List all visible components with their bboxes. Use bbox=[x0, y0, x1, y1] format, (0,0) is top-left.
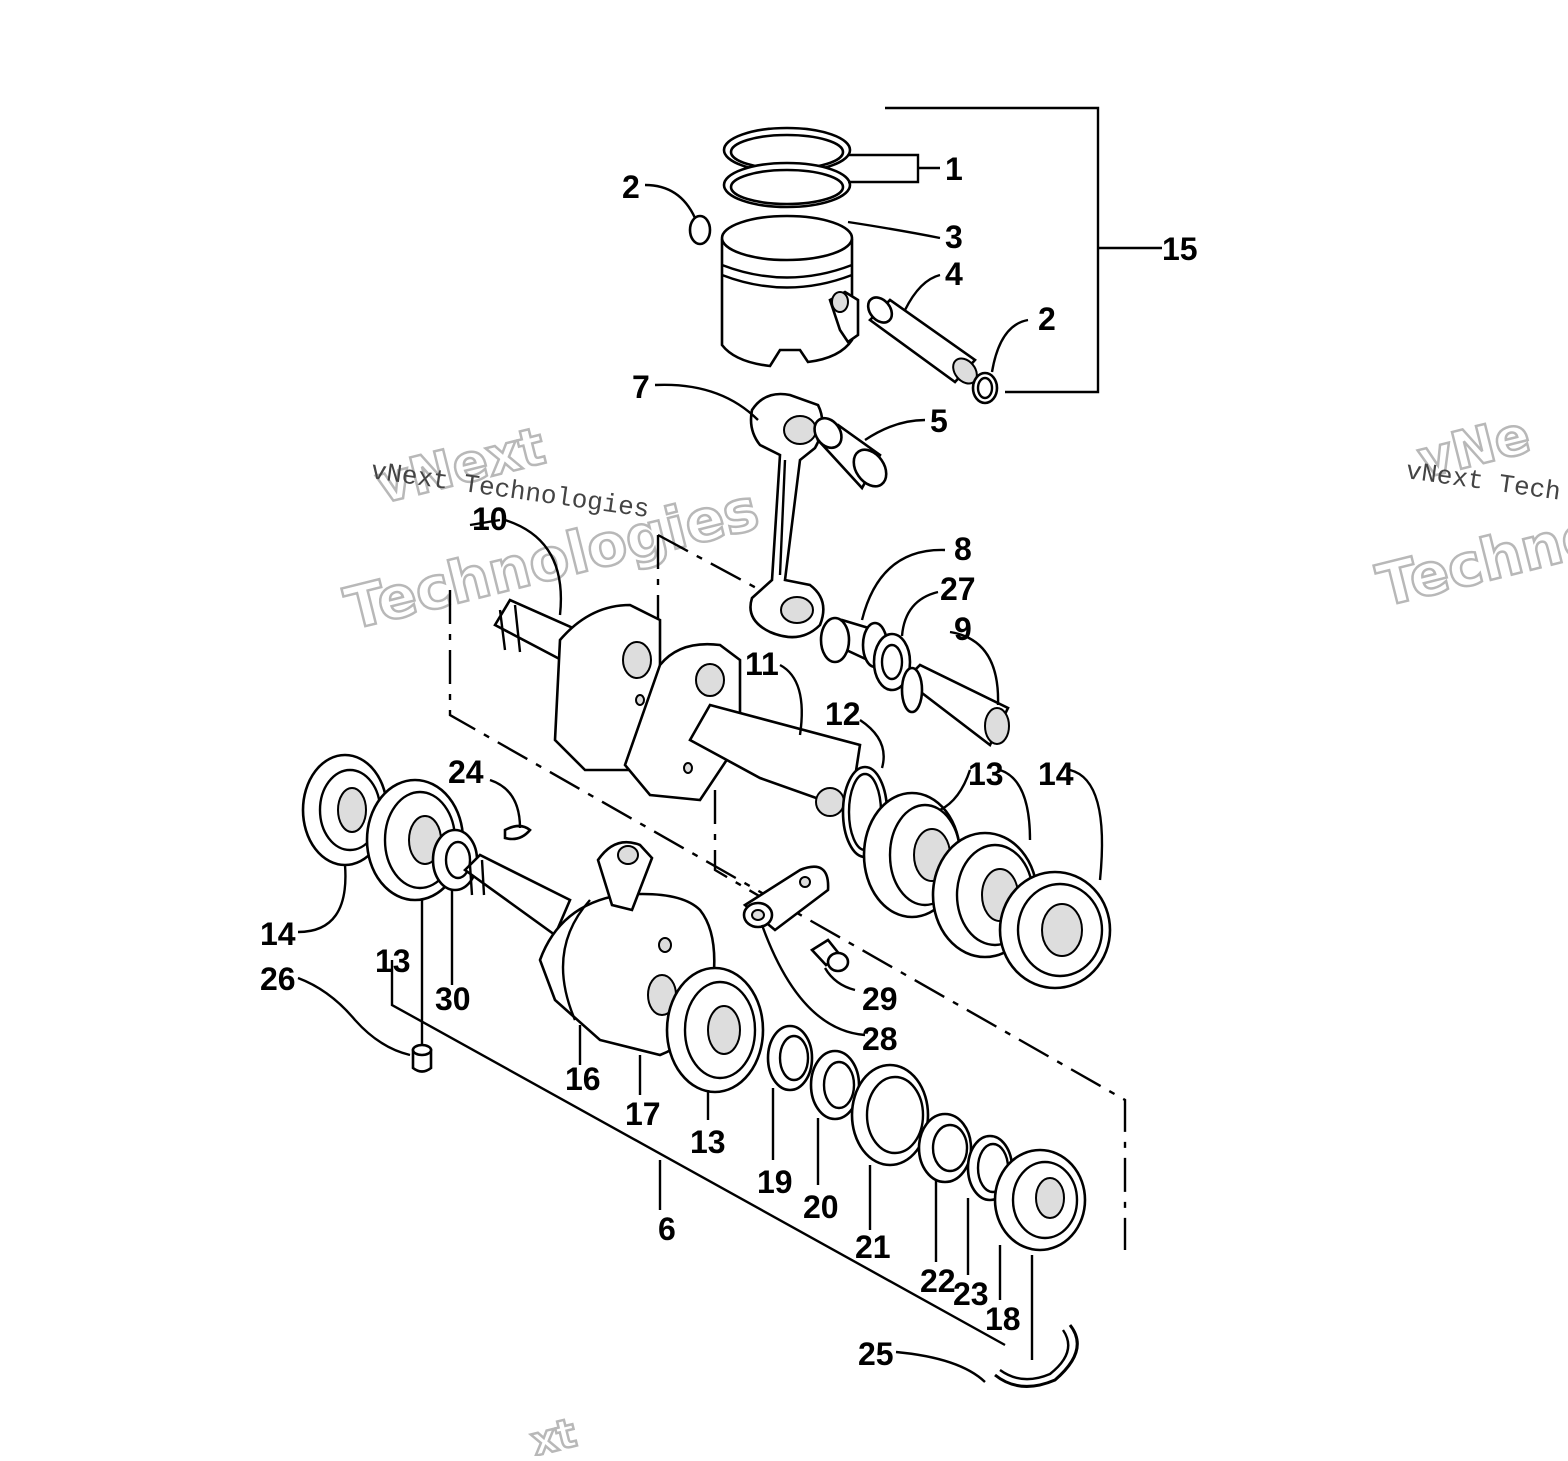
ring-20 bbox=[809, 1049, 861, 1121]
callout-27: 27 bbox=[940, 571, 976, 607]
ball-bearing-18 bbox=[993, 1148, 1087, 1252]
callout-1: 1 bbox=[945, 151, 963, 187]
seal-21 bbox=[850, 1063, 930, 1167]
callout-3: 3 bbox=[945, 219, 963, 255]
crankshaft-right-half bbox=[623, 642, 862, 817]
circlip-right bbox=[971, 371, 999, 405]
callout-14-left: 14 bbox=[260, 916, 296, 952]
callout-labels: 1 2 2 3 4 5 6 7 8 9 10 11 12 13 13 13 14… bbox=[260, 151, 1198, 1372]
callout-12: 12 bbox=[825, 696, 861, 732]
callout-16: 16 bbox=[565, 1061, 601, 1097]
spacer-ring bbox=[431, 828, 479, 892]
piston bbox=[720, 214, 860, 368]
ball-bearing-lower bbox=[665, 966, 765, 1094]
callout-13-upper: 13 bbox=[968, 756, 1004, 792]
callout-14-right: 14 bbox=[1038, 756, 1074, 792]
piston-ring-2 bbox=[722, 161, 852, 209]
watermark-bottom-fragment: xt bbox=[526, 1410, 581, 1456]
oil-seal-right bbox=[998, 870, 1112, 990]
snap-ring bbox=[994, 1324, 1079, 1388]
screw bbox=[809, 938, 850, 973]
callout-2-left: 2 bbox=[622, 169, 640, 205]
ring-19 bbox=[766, 1024, 814, 1092]
callout-5: 5 bbox=[930, 403, 948, 439]
callout-29: 29 bbox=[862, 981, 898, 1017]
callout-9: 9 bbox=[954, 611, 972, 647]
callout-13-lower: 13 bbox=[690, 1124, 726, 1160]
callout-25: 25 bbox=[858, 1336, 894, 1372]
watermark-right-line2: Techno bbox=[1370, 499, 1568, 620]
thrust-washer bbox=[872, 632, 912, 692]
callout-7: 7 bbox=[632, 369, 650, 405]
callout-2-right: 2 bbox=[1038, 301, 1056, 337]
connecting-rod bbox=[749, 392, 825, 639]
crank-pin bbox=[900, 663, 1010, 747]
ring-22 bbox=[917, 1112, 973, 1184]
callout-22: 22 bbox=[920, 1263, 956, 1299]
callout-23: 23 bbox=[953, 1276, 989, 1312]
callout-20: 20 bbox=[803, 1189, 839, 1225]
mounting-plate bbox=[742, 865, 830, 932]
callout-21: 21 bbox=[855, 1229, 891, 1265]
piston-ring-1 bbox=[722, 126, 852, 174]
callout-26: 26 bbox=[260, 961, 296, 997]
callout-17: 17 bbox=[625, 1096, 661, 1132]
callout-19: 19 bbox=[757, 1164, 793, 1200]
callout-10: 10 bbox=[472, 501, 508, 537]
callout-4: 4 bbox=[945, 256, 963, 292]
callout-18: 18 bbox=[985, 1301, 1021, 1337]
piston-pin bbox=[866, 296, 978, 385]
crankshaft-left-half bbox=[493, 598, 662, 772]
circlip-left bbox=[688, 214, 712, 246]
leader-lines bbox=[297, 106, 1162, 1383]
callout-30: 30 bbox=[435, 981, 471, 1017]
callout-6: 6 bbox=[658, 1211, 676, 1247]
woodruff-key bbox=[503, 824, 532, 841]
callout-24: 24 bbox=[448, 754, 484, 790]
callout-13-left: 13 bbox=[375, 943, 411, 979]
callout-8: 8 bbox=[954, 531, 972, 567]
dowel-pin bbox=[411, 1043, 433, 1073]
callout-28: 28 bbox=[862, 1021, 898, 1057]
small-end-bearing bbox=[813, 416, 888, 491]
watermark-right: vNe Techno bbox=[1369, 404, 1568, 621]
callout-11: 11 bbox=[745, 646, 779, 682]
callout-15: 15 bbox=[1162, 231, 1198, 267]
